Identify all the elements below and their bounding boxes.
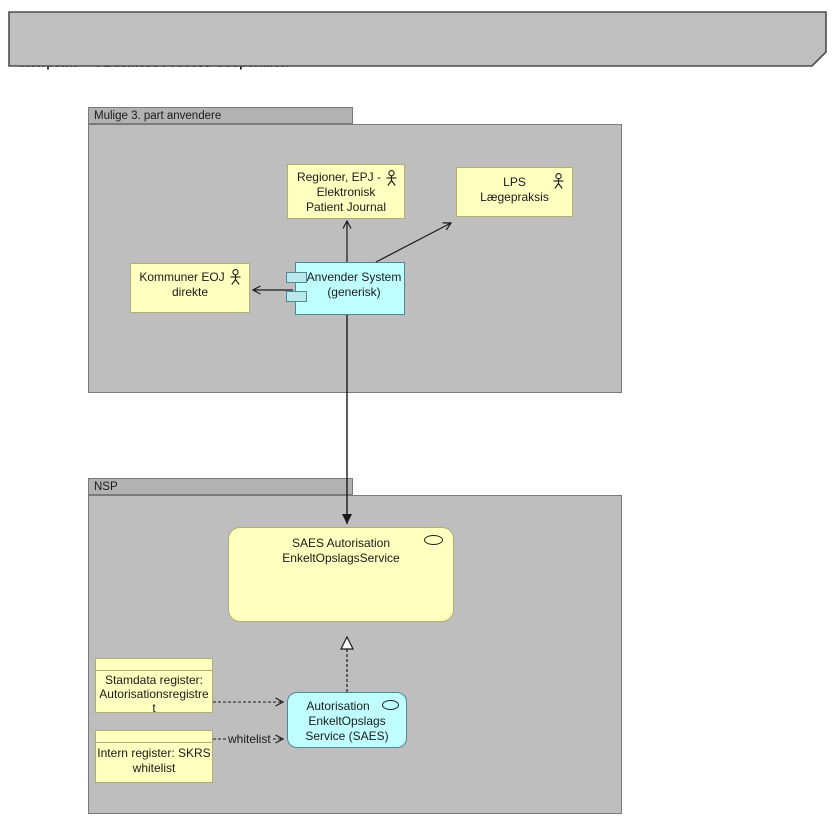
component-icon xyxy=(286,272,307,283)
node-label-line: direkte xyxy=(171,285,209,299)
node-label-line: (generisk) xyxy=(327,285,381,299)
connector-label-whitelist: whitelist xyxy=(226,732,273,746)
node-label-line: SAES Autorisation xyxy=(291,536,391,550)
node-saes-autorisation-enkeltopslagsservice[interactable]: SAES Autorisation EnkeltOpslagsService xyxy=(228,527,454,622)
service-icon xyxy=(382,700,399,710)
node-anvender-system[interactable]: Anvender System (generisk) xyxy=(295,262,405,315)
node-kommuner-eoj-direkte[interactable]: Kommuner EOJ direkte xyxy=(130,263,250,313)
component-icon xyxy=(286,291,307,302)
node-label-line: Patient Journal xyxy=(305,200,387,214)
actor-icon xyxy=(386,170,397,186)
node-label-line: EnkeltOpslags xyxy=(308,714,386,728)
group-tab-mulige-3-part-anvendere[interactable]: Mulige 3. part anvendere xyxy=(88,107,353,124)
node-label-line: Elektronisk xyxy=(316,185,376,199)
node-label-line: Lægepraksis xyxy=(480,190,549,204)
node-label-line: Stamdata register: xyxy=(104,673,204,687)
actor-icon xyxy=(553,173,564,189)
node-regioner-epj[interactable]: Regioner, EPJ - Elektronisk Patient Jour… xyxy=(287,164,405,219)
diagram-title-note-shape xyxy=(8,11,827,67)
note-shape xyxy=(8,11,827,67)
node-autorisation-enkeltopslags-service[interactable]: Autorisation EnkeltOpslags Service (SAES… xyxy=(287,692,407,748)
node-lps-laegepraksis[interactable]: LPS Lægepraksis xyxy=(456,167,573,217)
group-tab-nsp[interactable]: NSP xyxy=(88,478,353,495)
object-top-band xyxy=(96,731,212,743)
node-intern-register-skrs[interactable]: Intern register: SKRS whitelist xyxy=(95,730,213,783)
node-label-line: Anvender System xyxy=(306,270,402,284)
node-label-line: EnkeltOpslagsService xyxy=(282,551,400,565)
actor-icon xyxy=(230,269,241,285)
service-icon xyxy=(424,535,443,545)
node-stamdata-register[interactable]: Stamdata register: Autorisationsregistre… xyxy=(95,658,213,715)
node-label-line: Intern register: SKRS xyxy=(97,746,211,760)
node-label-line: Service (SAES) xyxy=(305,729,389,743)
node-label-line: whitelist xyxy=(132,761,176,775)
node-label-line: t xyxy=(152,701,156,715)
object-top-band xyxy=(96,659,212,671)
node-label-line: Autorisationsregistre xyxy=(99,687,209,701)
